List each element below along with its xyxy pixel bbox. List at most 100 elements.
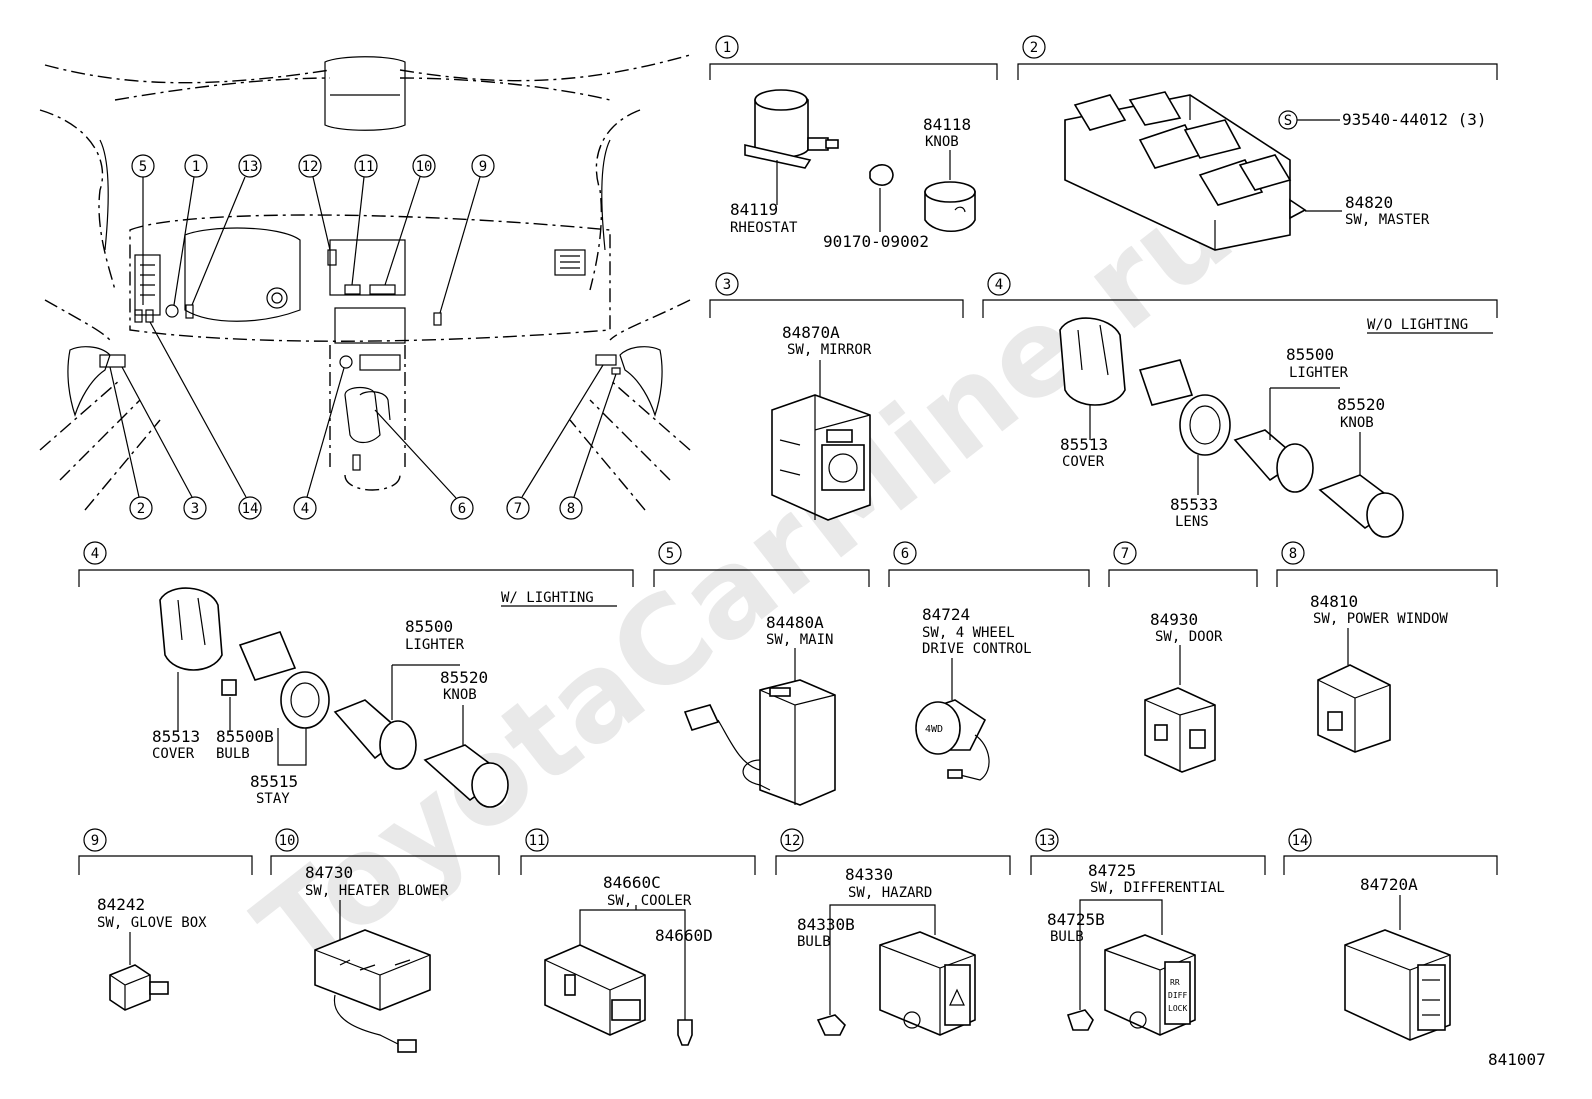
svg-text:84725: 84725 (1088, 861, 1136, 880)
differential-switch-part: RR DIFF LOCK (1104, 934, 1196, 1036)
svg-text:6: 6 (901, 546, 909, 562)
dashboard-overview (39, 54, 691, 511)
section-13: 13 84725 SW, DIFFERENTIAL 84725B BULB RR… (1030, 828, 1266, 1036)
svg-text:8: 8 (567, 501, 575, 517)
svg-text:KNOB: KNOB (443, 687, 477, 703)
section-4-wo-lighting: 4 W/O LIGHTING 85513 COVER 85533 LENS 85… (982, 272, 1498, 538)
svg-text:SW, HEATER BLOWER: SW, HEATER BLOWER (305, 883, 449, 899)
svg-text:84820: 84820 (1345, 193, 1393, 212)
callout-4: 4 (293, 367, 345, 520)
svg-text:11: 11 (358, 159, 375, 175)
svg-text:5: 5 (666, 546, 674, 562)
svg-text:DRIVE CONTROL: DRIVE CONTROL (922, 641, 1032, 657)
svg-text:14: 14 (1292, 833, 1309, 849)
section-4-w-lighting: 4 W/ LIGHTING 85513 COVER 85500B BULB 85… (78, 541, 634, 808)
svg-text:SW, MAIN: SW, MAIN (766, 632, 833, 648)
rheostat-part (744, 89, 839, 169)
svg-text:84730: 84730 (305, 863, 353, 882)
callout-6: 6 (374, 409, 474, 520)
svg-text:SW, MIRROR: SW, MIRROR (787, 342, 872, 358)
svg-text:COVER: COVER (1062, 454, 1105, 470)
svg-text:85513: 85513 (152, 727, 200, 746)
lighter-part-b (333, 699, 417, 770)
power-window-switch-part (1317, 664, 1391, 753)
svg-text:13: 13 (242, 159, 259, 175)
4wd-switch-part: 4WD (915, 699, 990, 781)
svg-text:DIFF: DIFF (1168, 991, 1187, 1000)
svg-text:85520: 85520 (440, 668, 488, 687)
knob-part-b (423, 744, 509, 808)
section-3: 3 84870A SW, MIRROR (709, 272, 964, 521)
section-5: 5 84480A SW, MAIN (653, 541, 870, 806)
callout-1: 1 (173, 154, 208, 306)
svg-text:84119: 84119 (730, 200, 778, 219)
callout-3: 3 (121, 366, 207, 520)
svg-text:84330: 84330 (845, 865, 893, 884)
svg-text:84870A: 84870A (782, 323, 840, 342)
callout-10: 10 (384, 154, 436, 286)
svg-text:10: 10 (279, 833, 296, 849)
callout-7: 7 (506, 364, 604, 520)
svg-text:BULB: BULB (797, 934, 831, 950)
svg-text:5: 5 (139, 159, 147, 175)
hazard-bulb-part (816, 1014, 846, 1036)
callout-11: 11 (351, 154, 378, 286)
svg-text:84725B: 84725B (1047, 910, 1105, 929)
svg-text:SW, 4 WHEEL: SW, 4 WHEEL (922, 625, 1015, 641)
svg-text:3: 3 (191, 501, 199, 517)
differential-bulb-part (1066, 1009, 1094, 1031)
section-10: 10 84730 SW, HEATER BLOWER (270, 828, 500, 1053)
svg-text:9: 9 (91, 833, 99, 849)
stay-part-b (238, 631, 330, 729)
overview-callouts-top: 5 1 13 12 11 10 9 (131, 154, 495, 314)
svg-text:85515: 85515 (250, 772, 298, 791)
svg-text:11: 11 (529, 833, 546, 849)
cover-part-b (159, 587, 223, 671)
hazard-switch-part (879, 931, 976, 1036)
svg-text:SW, HAZARD: SW, HAZARD (848, 885, 932, 901)
svg-text:84810: 84810 (1310, 592, 1358, 611)
svg-text:84330B: 84330B (797, 915, 855, 934)
diagram-code: 841007 (1488, 1050, 1546, 1069)
svg-text:84660D: 84660D (655, 926, 713, 945)
svg-text:12: 12 (784, 833, 801, 849)
svg-text:85533: 85533 (1170, 495, 1218, 514)
svg-text:3: 3 (723, 277, 731, 293)
svg-text:84118: 84118 (923, 115, 971, 134)
svg-text:BULB: BULB (216, 746, 250, 762)
svg-text:4WD: 4WD (925, 724, 943, 735)
door-switch-part (1144, 687, 1216, 773)
svg-text:LENS: LENS (1175, 514, 1209, 530)
svg-text:84660C: 84660C (603, 873, 661, 892)
svg-text:7: 7 (1121, 546, 1129, 562)
svg-text:RR: RR (1170, 978, 1180, 987)
callout-14: 14 (149, 321, 262, 520)
svg-text:LIGHTER: LIGHTER (405, 637, 465, 653)
svg-text:2: 2 (137, 501, 145, 517)
section-8: 8 84810 SW, POWER WINDOW (1276, 541, 1498, 753)
svg-text:85500B: 85500B (216, 727, 274, 746)
svg-text:7: 7 (514, 501, 522, 517)
svg-text:4: 4 (91, 546, 99, 562)
svg-text:RHEOSTAT: RHEOSTAT (730, 220, 798, 236)
main-switch-part (683, 679, 836, 806)
svg-text:W/ LIGHTING: W/ LIGHTING (501, 590, 594, 606)
svg-text:LOCK: LOCK (1168, 1004, 1187, 1013)
section-1: 1 84119 RHEOSTAT 90170-09002 84118 KNOB (709, 35, 998, 251)
svg-text:9: 9 (479, 159, 487, 175)
callout-12: 12 (298, 154, 331, 251)
section-11: 11 84660C SW, COOLER 84660D (520, 828, 756, 1046)
cooler-switch-part (544, 944, 646, 1036)
svg-text:90170-09002: 90170-09002 (823, 232, 929, 251)
svg-text:SW, GLOVE BOX: SW, GLOVE BOX (97, 915, 207, 931)
callout-9: 9 (439, 154, 495, 314)
svg-text:84724: 84724 (922, 605, 970, 624)
svg-text:85500: 85500 (1286, 345, 1334, 364)
svg-text:SW, DIFFERENTIAL: SW, DIFFERENTIAL (1090, 880, 1225, 896)
svg-text:14: 14 (242, 501, 259, 517)
callout-2: 2 (109, 366, 153, 520)
svg-text:LIGHTER: LIGHTER (1289, 365, 1349, 381)
svg-text:1: 1 (192, 159, 200, 175)
svg-text:85513: 85513 (1060, 435, 1108, 454)
